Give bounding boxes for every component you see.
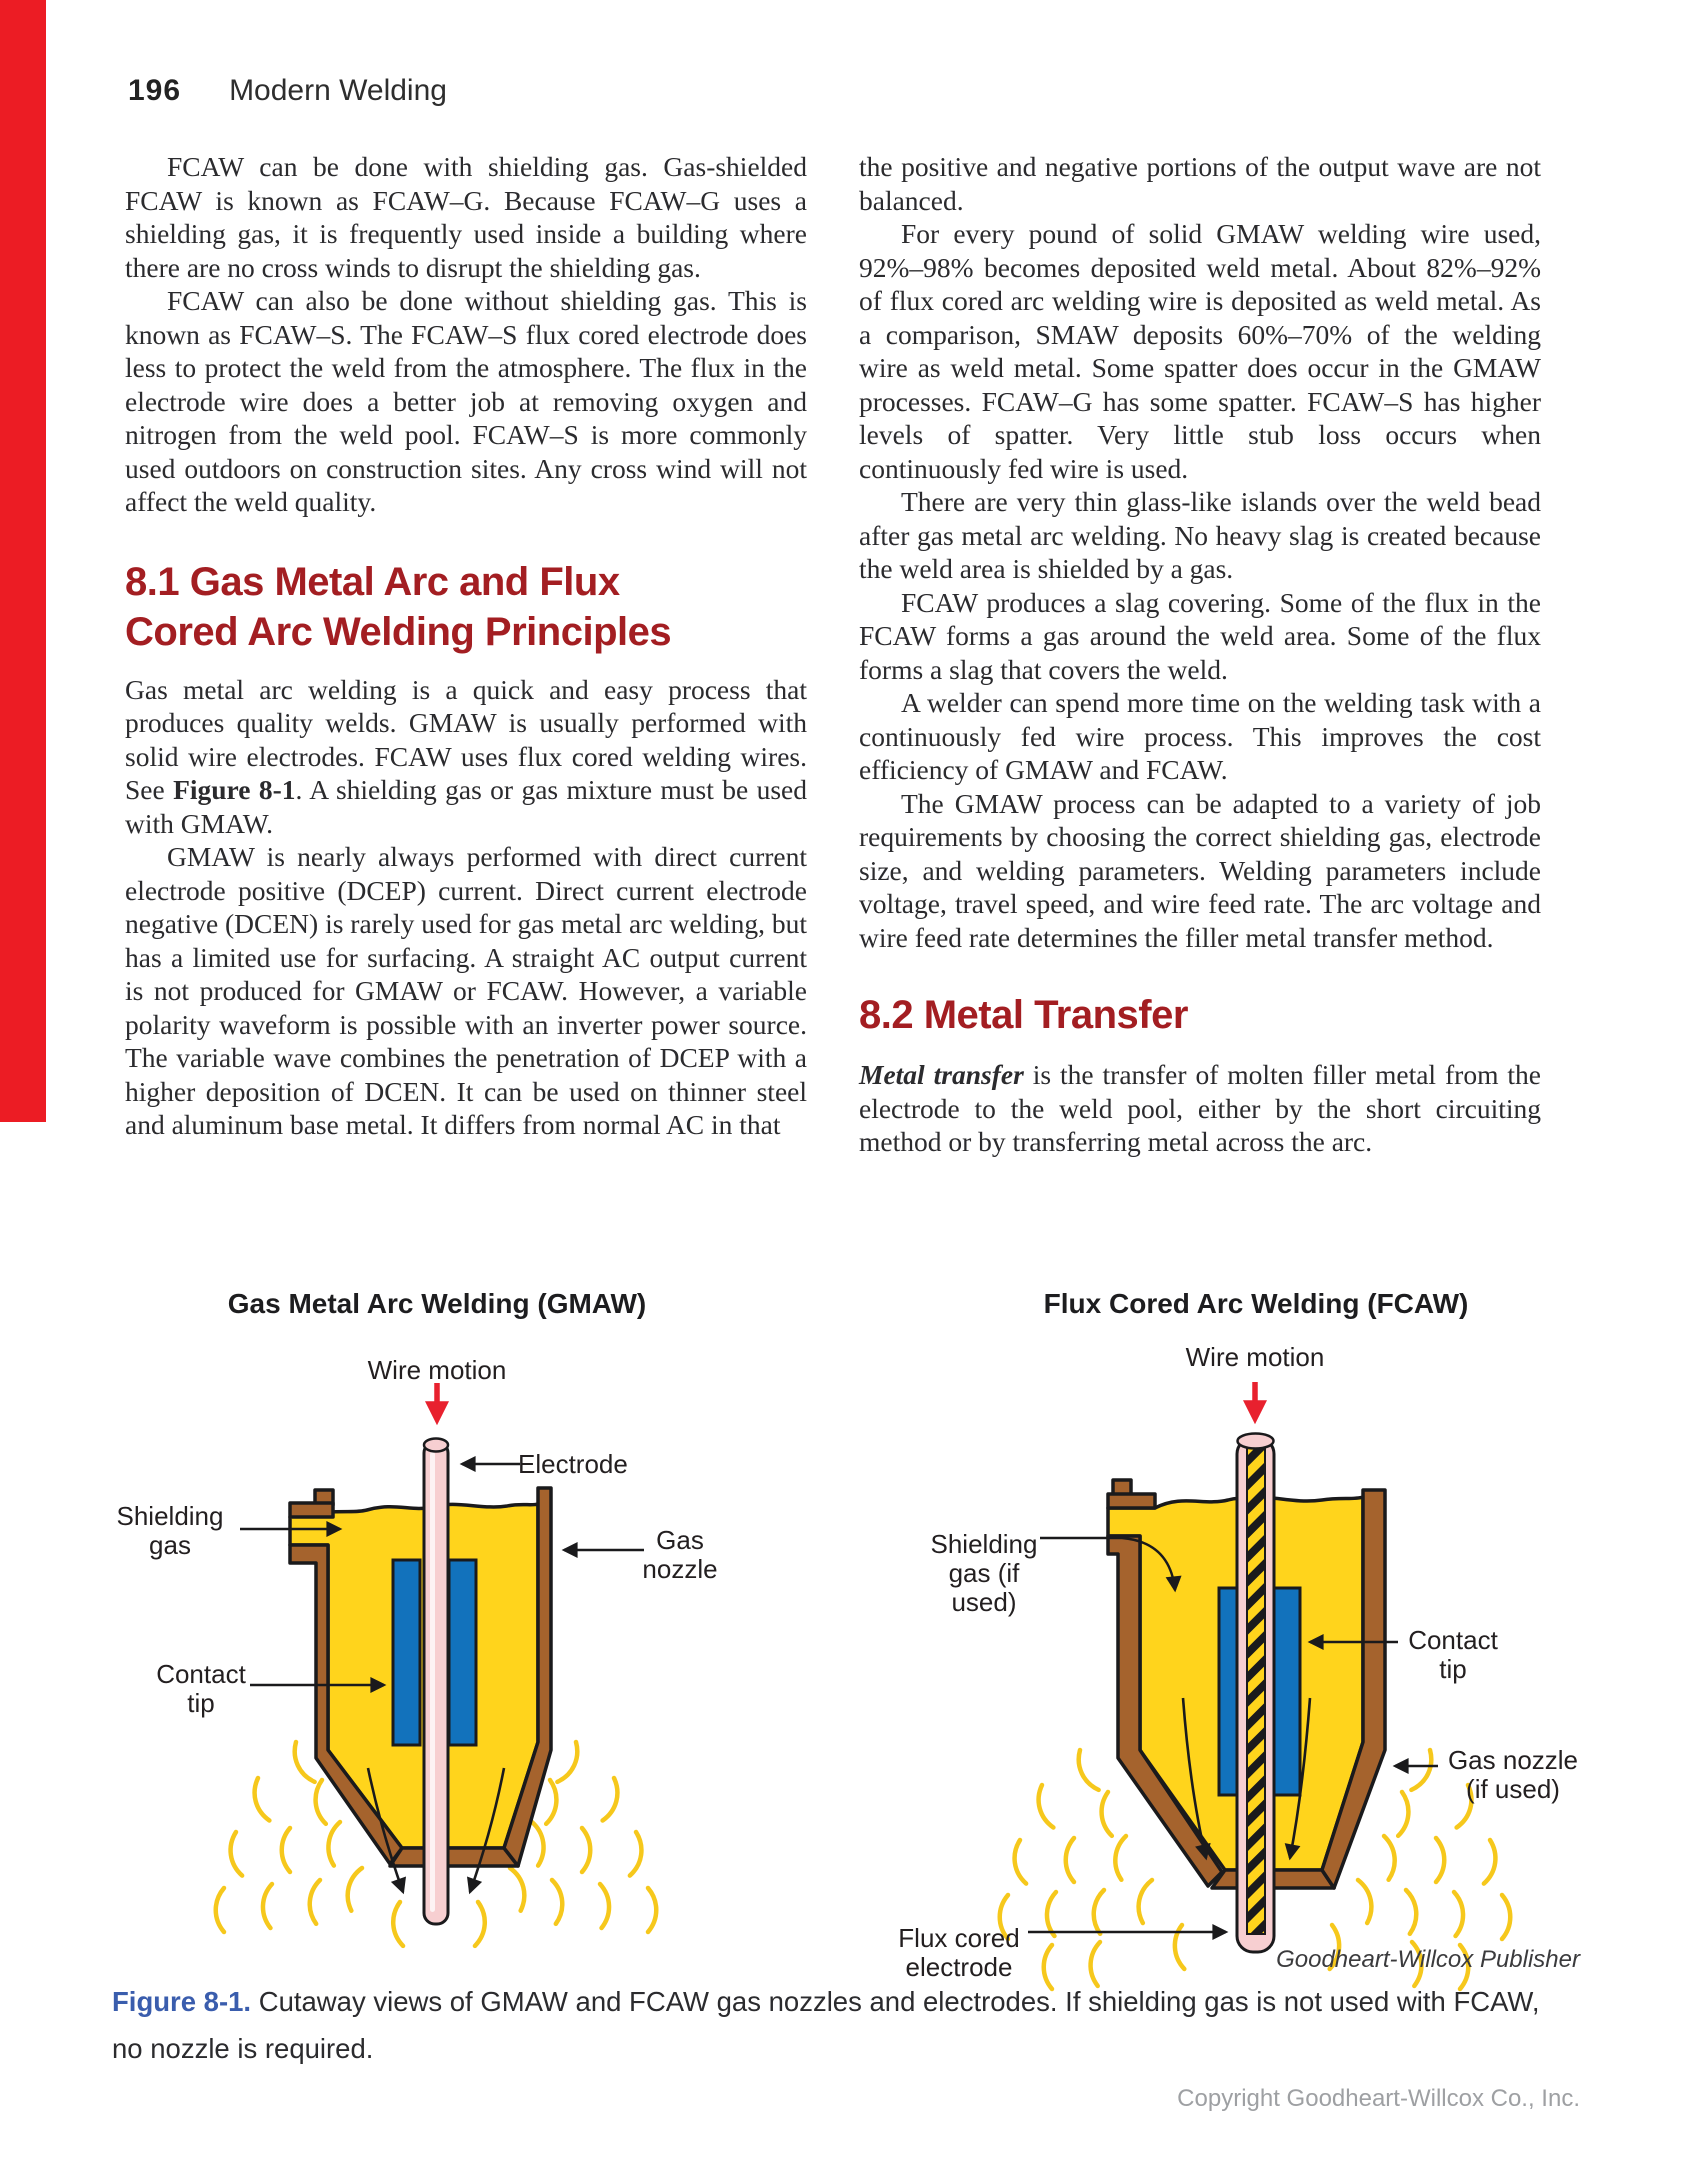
page-number: 196 [128,74,182,107]
gmaw-diagram [213,1383,659,1949]
gmaw-wire-motion-label: Wire motion [367,1355,507,1385]
figure-caption-label: Figure 8-1. [112,1986,252,2017]
paragraph: There are very thin glass-like islands o… [859,486,1541,584]
fcaw-nozzle-right-wall [1320,1488,1387,1890]
fcaw-gas-nozzle-label: Gas nozzle (if used) [1447,1745,1579,1804]
paragraph: FCAW can be done with shielding gas. Gas… [125,151,807,283]
gmaw-electrode-label: Electrode [518,1449,628,1479]
figure-reference: Figure 8-1 [173,774,296,805]
fcaw-wire-motion-label: Wire motion [1185,1342,1325,1372]
section-heading-8-2: 8.2 Metal Transfer [859,993,1188,1037]
gmaw-contact-tip [391,1558,478,1747]
running-head: 196 Modern Welding [128,74,447,108]
paragraph: FCAW can also be done without shielding … [125,285,807,517]
paragraph: For every pound of solid GMAW welding wi… [859,218,1541,484]
figure-caption-text: Cutaway views of GMAW and FCAW gas nozzl… [112,1986,1540,2064]
copyright-notice: Copyright Goodheart-Willcox Co., Inc. [1177,2085,1580,2112]
fcaw-title: Flux Cored Arc Welding (FCAW) [1043,1288,1469,1319]
section-heading-8-1: 8.1 Gas Metal Arc and Flux Cored Arc Wel… [125,559,672,654]
fcaw-contact-tip-label: Contact tip [1408,1625,1498,1684]
gmaw-electrode [422,1437,450,1926]
fcaw-flux-cored-electrode [1235,1432,1276,1954]
fcaw-shielding-gas-leader [1040,1536,1182,1593]
paragraph: GMAW is nearly always performed with dir… [125,841,807,1140]
gmaw-gas-flares [213,1739,659,1949]
paragraph: Gas metal arc welding is a quick and eas… [125,673,807,841]
paragraph-text: Gas metal arc welding is a quick and eas… [125,673,807,806]
gmaw-nozzle-bottom-rim [388,1846,520,1868]
publisher-credit: Goodheart-Willcox Publisher [1276,1946,1580,1973]
figure-caption: Figure 8-1. Cutaway views of GMAW and FC… [112,1978,1567,2072]
text-columns: FCAW can be done with shielding gas. Gas… [125,150,1557,1159]
fcaw-diagram [997,1382,1513,1992]
chapter-edge-tab [0,0,46,1122]
left-column: FCAW can be done with shielding gas. Gas… [125,150,807,1159]
gmaw-gas-nozzle-label: Gas nozzle [642,1525,718,1584]
gmaw-nozzle-right-wall [502,1486,553,1868]
gmaw-leader-lines [240,1456,644,1693]
paragraph-text: . A shielding gas or gas mixture must be… [125,774,807,839]
fcaw-gas-flares [997,1747,1513,1992]
fcaw-flux-cored-electrode-label: Flux cored electrode [898,1923,1020,1982]
paragraph: FCAW produces a slag covering. Some of t… [859,586,1541,685]
fcaw-shielding-gas-label: Shielding gas (if used) [930,1529,1038,1617]
gmaw-shielding-gas-label: Shielding gas [116,1501,224,1560]
fcaw-gas-flow-arrows [1181,1697,1312,1861]
gmaw-gas-nozzle-body [288,1486,553,1868]
right-column: the positive and negative portions of th… [859,150,1541,1159]
paragraph: Metal transfer is the transfer of molten… [859,1058,1541,1159]
fcaw-leader-lines [1028,1536,1438,1940]
key-term: Metal transfer [859,1059,1024,1090]
paragraph: A welder can spend more time on the weld… [859,687,1541,785]
book-title: Modern Welding [229,74,447,107]
paragraph: the positive and negative portions of th… [859,151,1541,216]
paragraph-text: is the transfer of molten filler metal f… [859,1059,1541,1157]
gmaw-title: Gas Metal Arc Welding (GMAW) [227,1288,647,1319]
paragraph: The GMAW process can be adapted to a var… [859,787,1541,953]
gmaw-gas-flow-arrows [366,1767,506,1895]
gmaw-contact-tip-label: Contact tip [156,1659,246,1718]
